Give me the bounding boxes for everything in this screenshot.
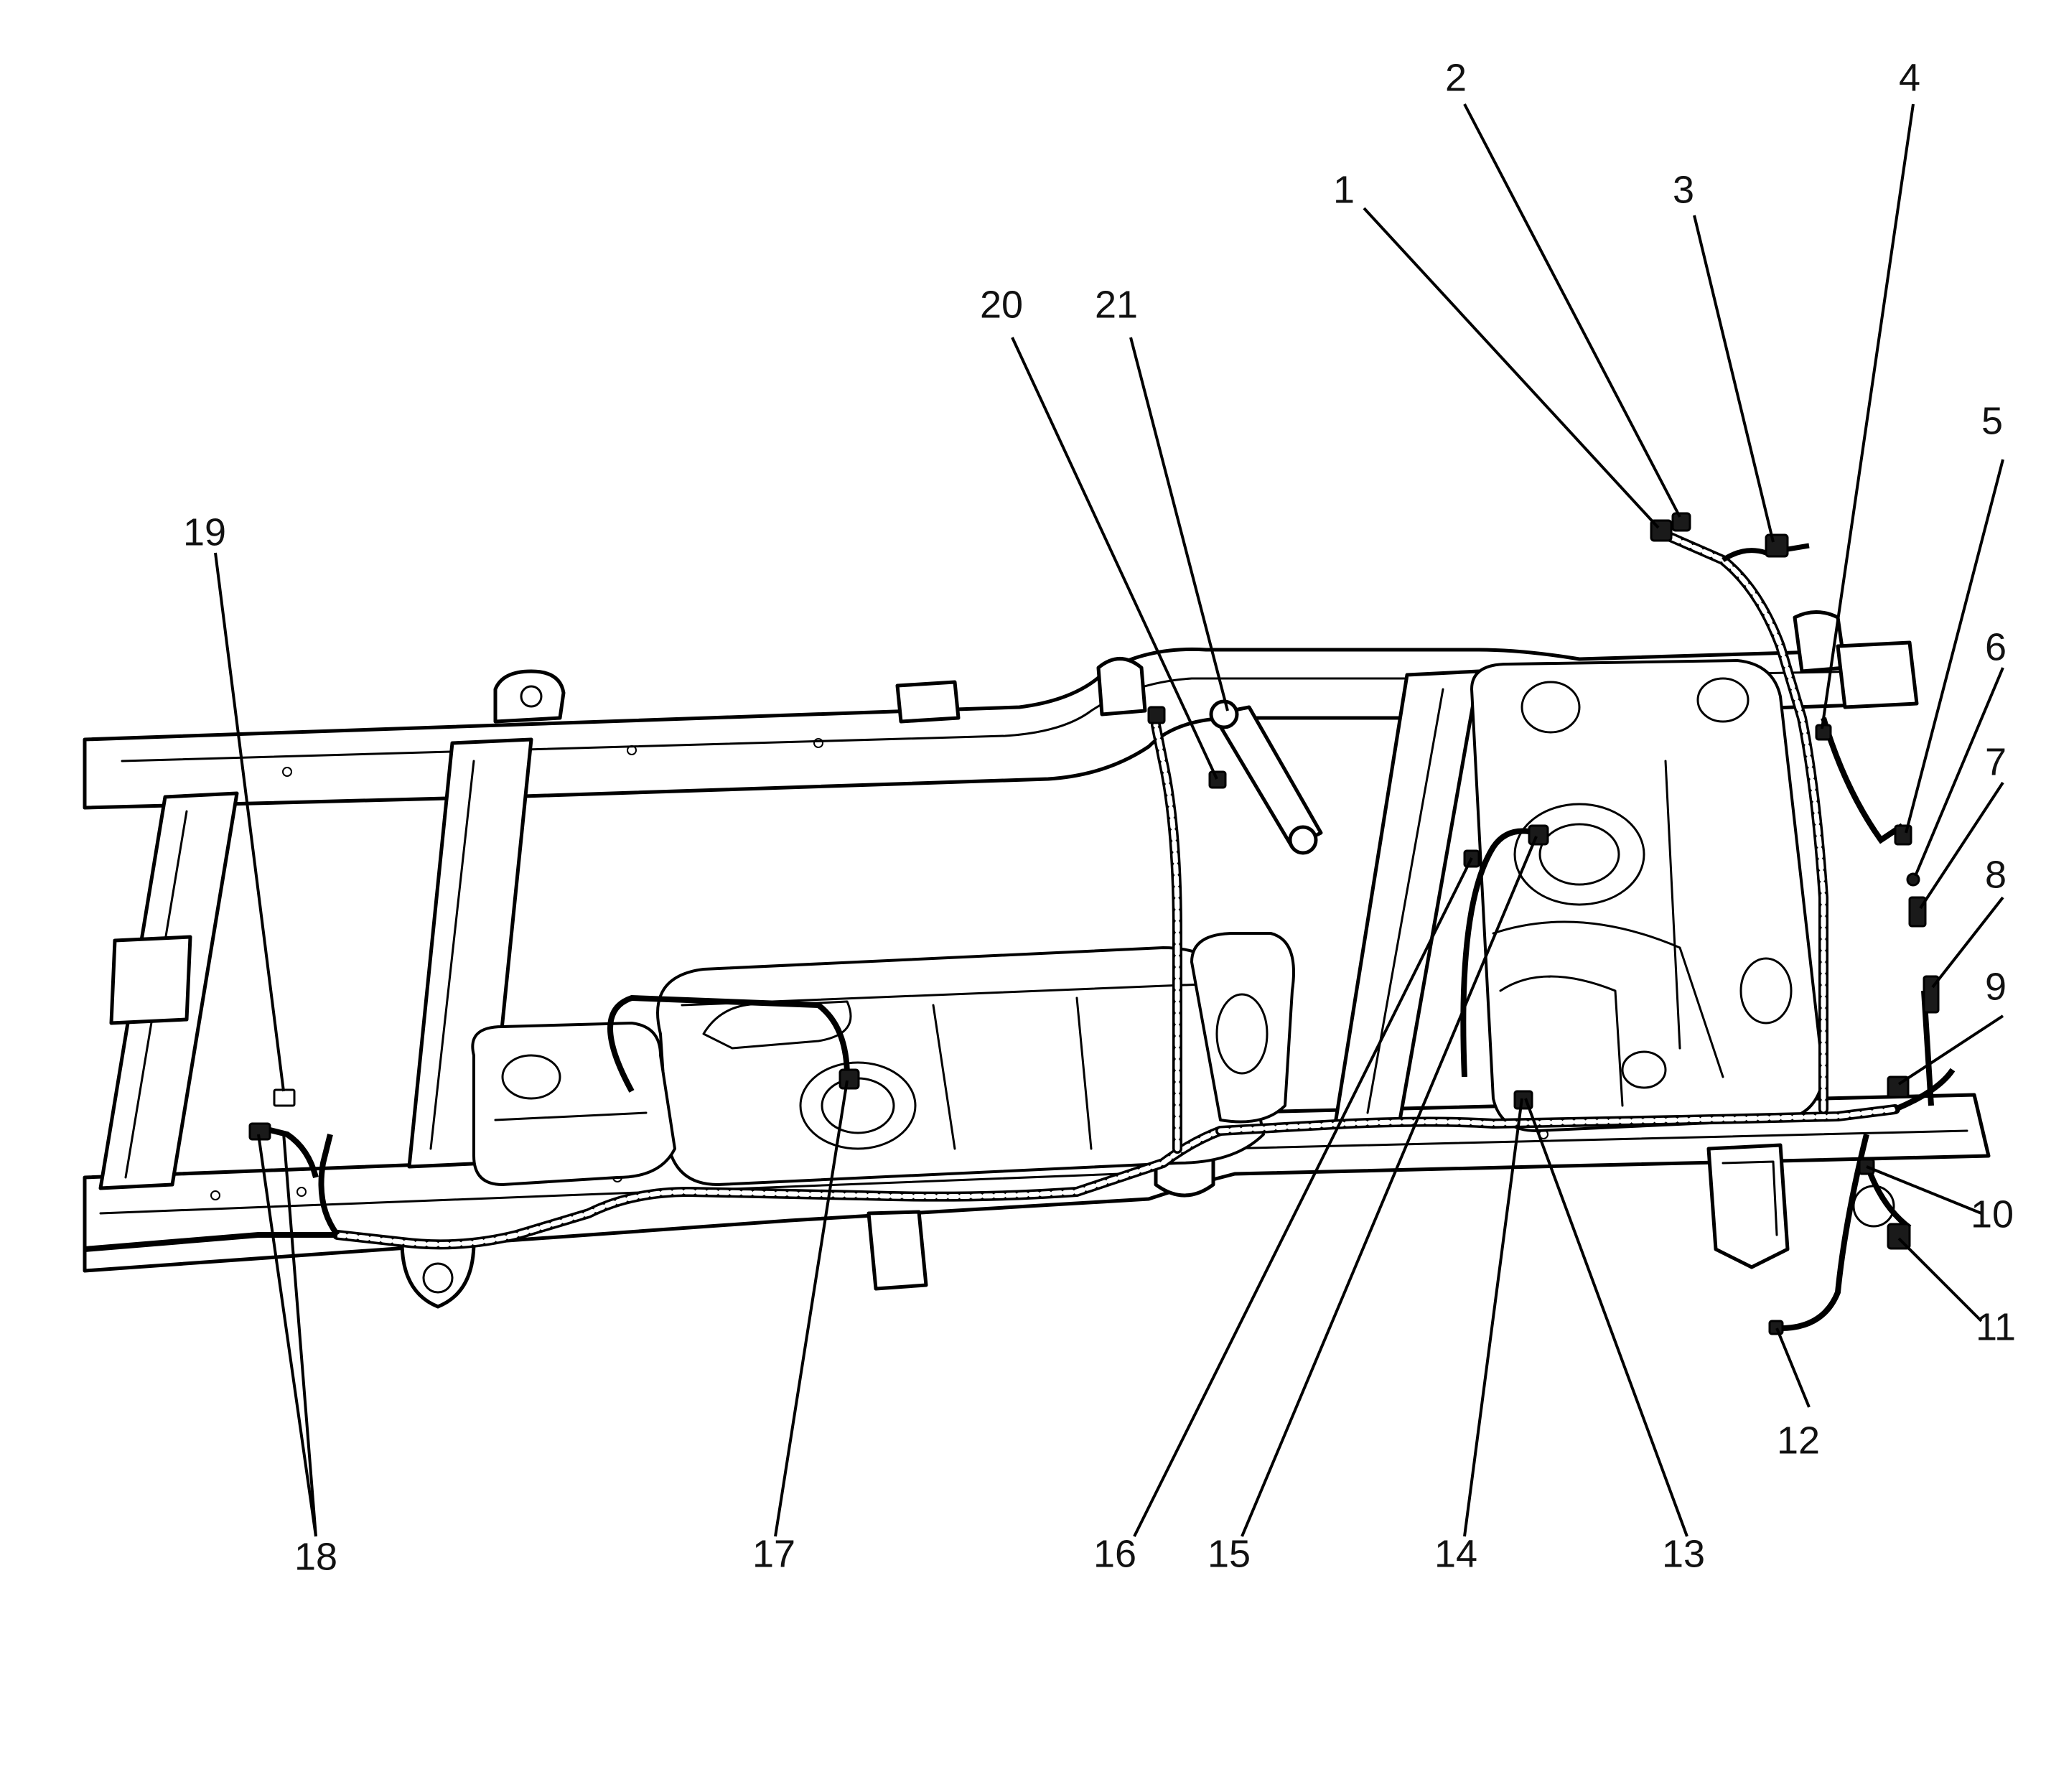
leader-lines [214, 103, 2004, 1537]
callout-4: 4 [1899, 56, 1920, 99]
callout-18: 18 [294, 1535, 337, 1578]
wiring-harness [84, 530, 1956, 1331]
callout-6: 6 [1985, 625, 2007, 668]
callout-19: 19 [183, 510, 226, 554]
rear-shock-absorber [1209, 699, 1323, 855]
callout-16: 16 [1093, 1532, 1136, 1575]
rear-crossmember [1333, 669, 1481, 1126]
callout-12: 12 [1777, 1419, 1820, 1462]
callout-9: 9 [1985, 965, 2007, 1008]
callout-8: 8 [1985, 853, 2007, 896]
callout-3: 3 [1673, 168, 1694, 211]
callout-17: 17 [752, 1532, 795, 1575]
callout-14: 14 [1434, 1532, 1477, 1575]
callout-labels: 1 2 3 4 5 6 7 8 9 10 11 12 13 14 15 16 1… [183, 56, 2016, 1578]
rear-fuel-tank [1470, 659, 1825, 1132]
callout-15: 15 [1207, 1532, 1251, 1575]
callout-13: 13 [1662, 1532, 1705, 1575]
callout-7: 7 [1985, 740, 2007, 783]
callout-10: 10 [1971, 1193, 2014, 1236]
callout-2: 2 [1445, 56, 1467, 99]
mid-fuel-tank [656, 932, 1295, 1186]
callout-5: 5 [1981, 399, 2003, 442]
callout-21: 21 [1095, 283, 1138, 326]
callout-11: 11 [1976, 1305, 2016, 1348]
callout-20: 20 [980, 283, 1023, 326]
callout-1: 1 [1333, 168, 1355, 211]
front-fuel-tank [471, 1022, 676, 1186]
